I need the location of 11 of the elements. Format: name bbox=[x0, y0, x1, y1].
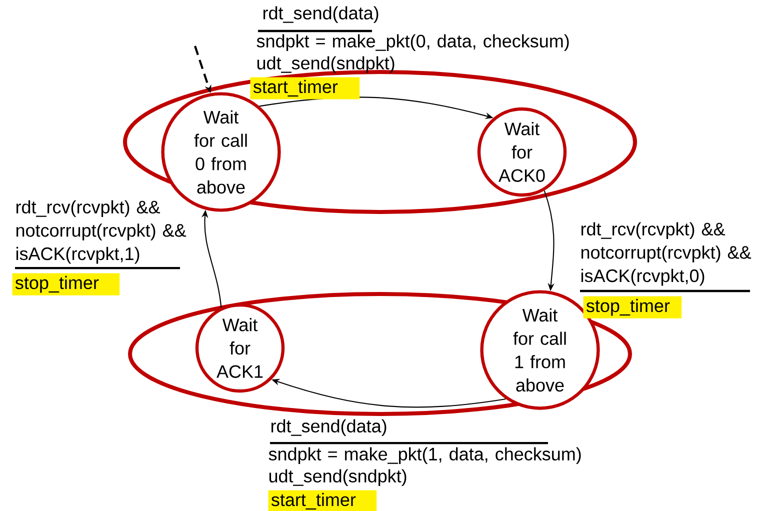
transition-label: rdt_send(data) bbox=[271, 419, 386, 436]
highlighted-action: stop_timer bbox=[12, 273, 120, 296]
transition-label: rdt_send(data) bbox=[263, 6, 378, 24]
highlighted-action: start_timer bbox=[250, 77, 360, 100]
action-text: sndpkt = make_pkt(1, data, checksum) bbox=[268, 447, 581, 464]
transition-label: rdt_rcv(rcvpkt) && notcorrupt(rcvpkt) && isACK(rcvpkt,0) bbox=[581, 222, 752, 286]
action-text: udt_send(sndpkt) bbox=[257, 56, 394, 74]
action-text: sndpkt = make_pkt(0, data, checksum) bbox=[256, 34, 569, 52]
highlighted-action: start_timer bbox=[268, 490, 377, 511]
highlighted-action: stop_timer bbox=[583, 296, 682, 318]
action-text: udt_send(sndpkt) bbox=[269, 469, 406, 486]
